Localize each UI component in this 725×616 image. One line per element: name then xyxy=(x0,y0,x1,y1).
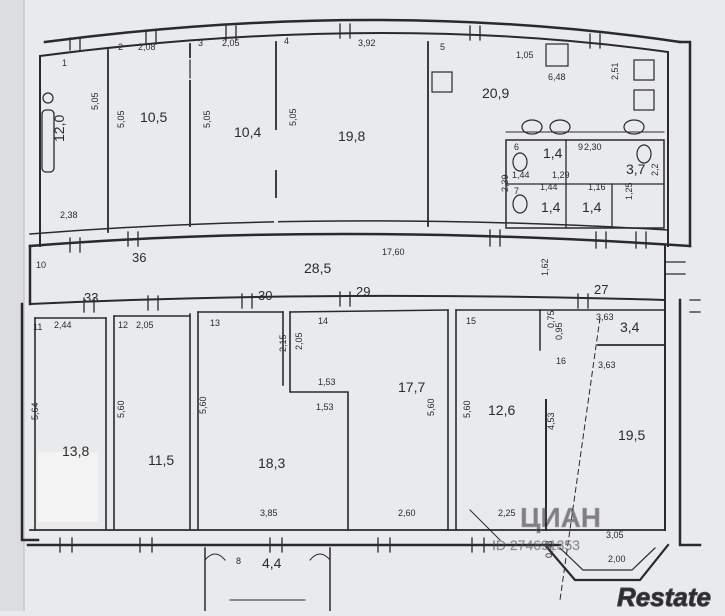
room-number: 10 xyxy=(36,260,46,270)
dimension-label: 5,05 xyxy=(90,92,100,110)
dimension-label: 5,60 xyxy=(116,400,126,418)
dimension-label: 2,05 xyxy=(136,320,154,330)
room-number: 14 xyxy=(318,316,328,326)
room-area: 10,4 xyxy=(234,124,261,140)
watermark: ЦИАН ID 274691353 xyxy=(492,502,602,554)
dimension-label: 3,63 xyxy=(596,312,614,322)
room-number: 16 xyxy=(556,356,566,366)
dimension-label: 2,05 xyxy=(294,332,304,350)
room-number: 3 xyxy=(198,38,203,48)
room-number: 6 xyxy=(514,142,519,152)
dimension-label: 2,60 xyxy=(398,508,416,518)
room-area: 28,5 xyxy=(304,260,331,276)
room-area: 3,7 xyxy=(626,161,646,177)
dimension-label: 1,29 xyxy=(552,170,570,180)
dimension-label: 0,95 xyxy=(554,322,564,340)
room-area: 12,6 xyxy=(488,402,515,418)
room-area: 18,3 xyxy=(258,455,285,471)
dimension-label: 2,00 xyxy=(608,554,626,564)
corridor-mark: 36 xyxy=(132,250,146,265)
room-number: 13 xyxy=(210,318,220,328)
dimension-label: 5,60 xyxy=(198,396,208,414)
room-number: 15 xyxy=(466,316,476,326)
room-number: 8 xyxy=(236,556,241,566)
dimension-labels: 5,05 2,08 2,05 3,92 1,05 6,48 2,51 5,05 5,05 5,05… xyxy=(30,38,660,564)
dimension-label: 4,53 xyxy=(546,412,556,430)
room-number: 4 xyxy=(284,36,289,46)
corridor-marks: 36 33 30 29 27 xyxy=(84,250,608,305)
restate-logo: Restate xyxy=(617,582,711,611)
dimension-label: 1,44 xyxy=(512,170,530,180)
dimension-label: 0,75 xyxy=(546,310,556,328)
room-number: 2 xyxy=(118,42,123,52)
room-number: 7 xyxy=(514,186,519,196)
room-labels: 1 12,0 2 10,5 3 10,4 4 19,8 5 20,9 6 1,4 7 1,4 1,4 9 3,7… xyxy=(33,36,646,571)
dimension-label: 5,05 xyxy=(116,110,126,128)
room-area: 20,9 xyxy=(482,85,509,101)
dimension-label: 3,85 xyxy=(260,508,278,518)
watermark-brand: ЦИАН xyxy=(520,502,601,533)
dimension-label: 17,60 xyxy=(382,247,405,257)
room-area: 11,5 xyxy=(148,452,174,468)
dimension-label: 2,51 xyxy=(610,62,620,80)
room-area: 19,5 xyxy=(618,427,645,443)
dimension-label: 5,60 xyxy=(426,398,436,416)
dimension-label: 2,2 xyxy=(650,163,660,176)
dimension-label: 5,05 xyxy=(202,110,212,128)
dimension-label: 1,62 xyxy=(540,258,550,276)
dimension-label: 1,53 xyxy=(316,402,334,412)
dimension-label: 1,53 xyxy=(318,377,336,387)
dimension-label: 1,25 xyxy=(624,182,634,200)
room-number: 1 xyxy=(62,58,67,68)
dimension-label: 0,43 xyxy=(544,540,554,558)
dimension-label: 2,08 xyxy=(138,42,156,52)
corridor-mark: 27 xyxy=(594,282,608,297)
dimension-label: 5,60 xyxy=(462,400,472,418)
room-area: 17,7 xyxy=(398,379,425,395)
room-area: 3,4 xyxy=(620,319,640,335)
dimension-label: 3,63 xyxy=(598,360,616,370)
room-number: 12 xyxy=(118,320,128,330)
dimension-label: 2,30 xyxy=(584,142,602,152)
room-area: 1,4 xyxy=(543,145,563,161)
dimension-label: 2,15 xyxy=(278,334,288,352)
dimension-label: 5,64 xyxy=(30,402,40,420)
dimension-label: 2,39 xyxy=(500,174,510,192)
room-area: 19,8 xyxy=(338,128,365,144)
room-area: 1,4 xyxy=(582,199,602,215)
dimension-label: 5,05 xyxy=(288,108,298,126)
dimension-label: 2,25 xyxy=(498,508,516,518)
dimension-label: 2,05 xyxy=(222,38,240,48)
dimension-label: 1,05 xyxy=(516,50,534,60)
room-number: 9 xyxy=(578,142,583,152)
dimension-label: 2,44 xyxy=(54,320,72,330)
corridor-mark: 33 xyxy=(84,290,98,305)
dimension-label: 1,16 xyxy=(588,182,606,192)
room-area: 13,8 xyxy=(62,443,89,459)
room-number: 11 xyxy=(33,322,42,332)
room-area: 1,4 xyxy=(541,199,561,215)
room-area: 4,4 xyxy=(262,555,282,571)
dimension-label: 6,48 xyxy=(548,72,566,82)
room-number: 5 xyxy=(440,42,445,52)
dimension-label: 1,44 xyxy=(540,182,558,192)
watermark-id: ID 274691353 xyxy=(492,537,580,553)
dimension-label: 2,38 xyxy=(60,210,78,220)
room-area: 10,5 xyxy=(140,109,167,125)
dimension-label: 3,05 xyxy=(606,530,624,540)
corridor-mark: 30 xyxy=(258,288,272,303)
dimension-label: 3,92 xyxy=(358,38,376,48)
corridor-mark: 29 xyxy=(356,284,370,299)
room-area: 12,0 xyxy=(51,115,67,142)
